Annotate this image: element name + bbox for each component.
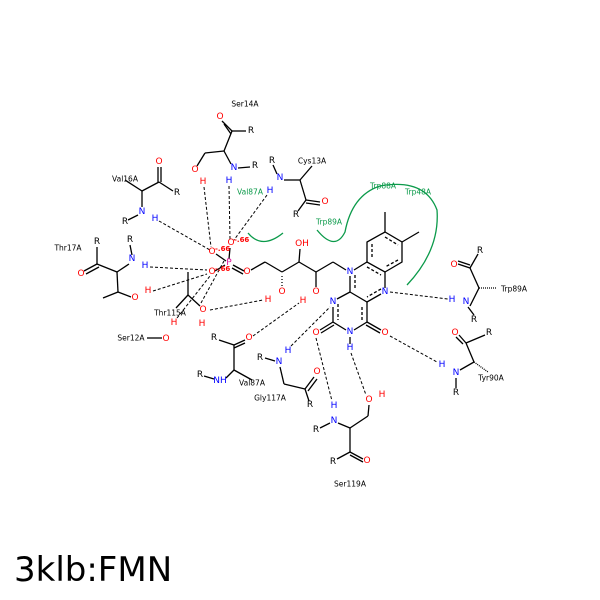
atom-r: R	[174, 188, 180, 198]
residue-label-trp89: Trp89A	[500, 285, 528, 294]
charge-label: -.66	[234, 236, 249, 244]
residue-label-ser119: Ser119A	[334, 480, 367, 489]
atom-r: R	[486, 328, 492, 338]
residue-labels: Ser14A Val16A Cys13A Val87A Thr17A Thr11…	[53, 100, 527, 489]
hydrogen-bonds	[149, 185, 449, 402]
atom-o: O	[365, 395, 372, 405]
atom-o: O	[227, 238, 234, 248]
atom-h: H	[200, 177, 207, 187]
atom-n: N	[276, 357, 283, 367]
atom-r: R	[122, 217, 128, 227]
atom-o: O	[313, 367, 320, 377]
atom-n: N	[231, 163, 238, 173]
atom-h: H	[267, 186, 274, 196]
atom-r: R	[94, 237, 100, 247]
atom-r: R	[257, 353, 263, 363]
atom-o: O	[450, 260, 457, 270]
hydrophobic-contacts	[247, 183, 438, 286]
residue-label-trp89-hydrophobic: Trp89A	[315, 218, 343, 227]
atom-h: H	[379, 390, 386, 400]
atom-h: H	[265, 295, 272, 305]
atom-h: H	[300, 296, 307, 306]
atom-o: O	[162, 334, 169, 344]
atom-n: N	[139, 207, 146, 217]
atom-o: O	[191, 165, 198, 175]
residue-label-trp88: Trp88A	[369, 182, 397, 191]
atom-h: H	[199, 319, 206, 329]
atom-h: H	[171, 318, 178, 328]
charge-label: -.66	[215, 265, 230, 273]
atom-r: R	[471, 315, 477, 325]
residue-label-val16: Val16A	[112, 175, 139, 184]
charge-label: -.66	[215, 245, 230, 253]
atom-h: H	[449, 295, 456, 305]
residue-label-thr115: Thr115A	[153, 309, 187, 318]
residue-label-thr17: Thr17A	[53, 244, 82, 253]
atom-r: R	[307, 400, 313, 410]
atom-o: O	[312, 287, 319, 297]
bonds	[83, 120, 497, 463]
atom-n: N	[129, 254, 136, 264]
atom-r: R	[197, 370, 203, 380]
atom-n: N	[330, 297, 337, 307]
atom-n: N	[347, 327, 354, 337]
atom-n: N	[277, 173, 284, 183]
atom-o: O	[216, 112, 223, 122]
atom-o: O	[278, 287, 285, 297]
atom-r: R	[248, 126, 254, 136]
atom-p: P	[226, 258, 232, 268]
atom-o: O	[208, 267, 215, 277]
atom-nh: NH	[213, 376, 227, 386]
atom-labels: O R N R H O H O R N H R R N H O R R O R …	[77, 112, 492, 467]
atom-o: O	[321, 197, 328, 207]
residue-label-trp48: Trp48A	[404, 188, 432, 197]
atom-h: H	[331, 401, 338, 411]
atom-r: R	[252, 161, 258, 171]
atom-o: O	[155, 157, 162, 167]
hydrophobic-arc-trp	[316, 183, 438, 286]
atom-r: R	[453, 388, 459, 398]
atom-o: O	[243, 267, 250, 277]
atom-o: O	[77, 269, 84, 279]
atom-oh: OH	[295, 239, 309, 249]
atom-n: N	[463, 297, 470, 307]
residue-label-tyr90: Tyr90A	[477, 374, 504, 383]
diagram-title: 3klb:FMN	[14, 550, 173, 590]
atom-r: R	[477, 246, 483, 256]
atom-r: R	[293, 210, 299, 220]
atom-h: H	[347, 343, 354, 353]
residue-label-ser14: Ser14A	[231, 100, 259, 109]
atom-h: H	[439, 360, 446, 370]
atom-o: O	[245, 333, 252, 343]
residue-label-gly117: Gly117A	[254, 394, 287, 403]
atom-h: H	[152, 214, 159, 224]
atom-n: N	[453, 368, 460, 378]
atom-r: R	[211, 333, 217, 343]
atom-o: O	[312, 328, 319, 338]
atom-o: O	[208, 247, 215, 257]
residue-label-cys13: Cys13A	[298, 157, 327, 166]
atom-n: N	[347, 267, 354, 277]
residue-label-val87: Val87A	[239, 379, 266, 388]
atom-h: H	[226, 176, 233, 186]
atom-r: R	[127, 235, 133, 245]
atom-r: R	[313, 425, 319, 435]
atom-h: H	[145, 286, 152, 296]
atom-o: O	[381, 328, 388, 338]
atom-n: N	[331, 416, 338, 426]
hydrophobic-arc-val87	[247, 232, 284, 243]
atom-o: O	[199, 305, 206, 315]
atom-h: H	[142, 261, 149, 271]
residue-label-val87-hydrophobic: Val87A	[237, 188, 264, 197]
atom-o: O	[451, 328, 458, 338]
atom-r: R	[269, 156, 275, 166]
residue-label-ser12: Ser12A	[117, 334, 145, 343]
atom-o: O	[363, 456, 370, 466]
atom-o: O	[131, 293, 138, 303]
atom-h: H	[285, 346, 292, 356]
atom-r: R	[330, 457, 336, 467]
atom-n: N	[382, 287, 389, 297]
